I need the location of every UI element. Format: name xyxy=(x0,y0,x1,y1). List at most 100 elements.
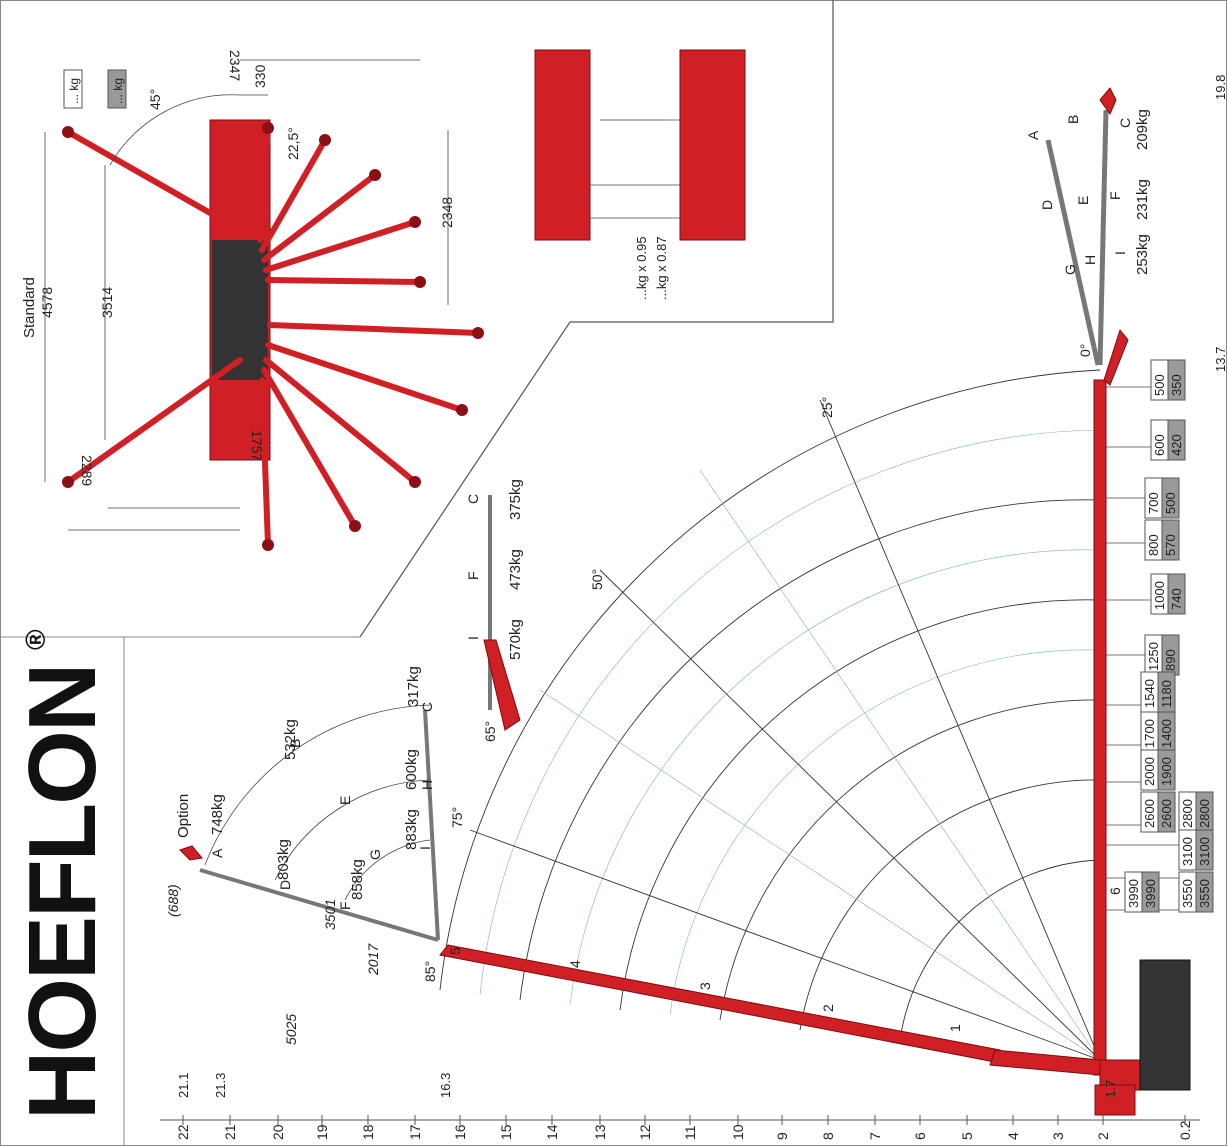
jib-horizontal-option xyxy=(1045,139,1101,366)
jib-mid-base xyxy=(483,639,521,731)
outrigger-dimension: 4578 xyxy=(39,287,55,318)
boom-extended xyxy=(439,944,1001,1063)
outrigger-dimension: 3514 xyxy=(99,287,115,318)
jib-point-label: B xyxy=(1065,115,1081,124)
jib-top-arc xyxy=(274,779,431,881)
jib-top-arc xyxy=(344,839,431,901)
angle-label: 75° xyxy=(449,807,465,828)
jib-load-label: 748kg xyxy=(209,794,226,835)
height-tick-label: 9 xyxy=(774,1132,790,1140)
weight-box-label: ... kg xyxy=(111,78,125,104)
registered-mark: ® xyxy=(20,629,51,650)
load-cell-reduced xyxy=(1161,519,1180,561)
jib-dimension: (688) xyxy=(165,884,181,917)
radius-marker: 19.8 xyxy=(1213,75,1227,100)
jib-horizontal xyxy=(1045,87,1117,366)
angle-ray xyxy=(699,469,1101,1061)
height-tick-label: 10 xyxy=(730,1124,746,1140)
load-value-reduced: 500 xyxy=(1163,492,1178,514)
weight-box-label: ... kg xyxy=(67,78,81,104)
jib-dimension: 2017 xyxy=(365,943,381,976)
load-value-standard: 700 xyxy=(1146,492,1161,514)
jib-point-label: C xyxy=(465,494,481,504)
jib-dimension: 5025 xyxy=(283,1014,299,1045)
height-tick-label: 11 xyxy=(682,1125,698,1140)
angle-label: 85° xyxy=(422,961,438,982)
jib-top-section xyxy=(423,709,440,941)
weight-box-dark xyxy=(107,69,127,109)
jib-point-label: B xyxy=(287,739,303,748)
jib-point-label: A xyxy=(1025,130,1041,140)
jib-load-label: 253kg xyxy=(1134,234,1151,275)
jib-point-label: D xyxy=(1039,200,1055,210)
angle-label: 50° xyxy=(589,569,605,590)
load-value-reduced: 1900 xyxy=(1159,757,1174,786)
load-value-reduced: 570 xyxy=(1163,534,1178,556)
jib-top xyxy=(179,704,440,942)
outrigger-dimension: 2289 xyxy=(79,455,95,486)
main-boom xyxy=(439,328,1191,1116)
brand-logo: HOEFLON ® xyxy=(9,629,116,1120)
jib-load-label: 532kg xyxy=(282,719,299,760)
load-cell-reduced xyxy=(1167,573,1186,615)
load-value-standard: 800 xyxy=(1146,534,1161,556)
angle-ray xyxy=(539,689,1101,1061)
load-cell-reduced xyxy=(1157,791,1176,833)
boom-section-label: 6 xyxy=(1107,887,1123,895)
load-value-reduced: 3550 xyxy=(1197,879,1212,908)
angle-label: 0° xyxy=(1077,344,1093,357)
grid-arc xyxy=(799,779,1101,1031)
load-value-reduced: 350 xyxy=(1169,374,1184,396)
height-tick-label: 15 xyxy=(498,1124,514,1140)
jib-load-label: 473kg xyxy=(507,549,524,590)
grid-arc xyxy=(569,549,1101,1006)
factor-label: ...kg x 0.87 xyxy=(654,236,669,300)
load-value-reduced: 890 xyxy=(1163,649,1178,671)
load-cell-reduced xyxy=(1161,477,1180,519)
height-tick-label: 8 xyxy=(820,1132,836,1140)
load-value-standard: 600 xyxy=(1152,434,1167,456)
height-tick-label: 16 xyxy=(452,1124,468,1140)
jib-point-label: D xyxy=(277,880,293,890)
height-marker: 1.7 xyxy=(1103,1080,1118,1098)
jib-horizontal-section xyxy=(1097,109,1109,366)
jib-point-label: F xyxy=(337,901,353,910)
radius-marker: 13.7 xyxy=(1213,347,1227,372)
load-cell-reduced xyxy=(1167,419,1186,461)
load-cell-reduced xyxy=(1195,871,1214,913)
grid-arc xyxy=(669,649,1101,1016)
height-tick-label: 6 xyxy=(912,1132,928,1140)
outrigger-dimension: 2348 xyxy=(439,197,455,228)
boom-section-label: 4 xyxy=(567,960,583,968)
grid-arc xyxy=(899,859,1101,1041)
boom-section-label: 2 xyxy=(820,1004,836,1012)
height-tick-label: 13 xyxy=(592,1124,608,1140)
outrigger-dimension: 330 xyxy=(252,64,268,88)
boom-section-label: 5 xyxy=(447,947,463,955)
boom-section-label: 1 xyxy=(947,1024,963,1032)
angle-label: 45° xyxy=(147,89,163,110)
factor-plan-b xyxy=(679,49,746,241)
boom-section-label: 3 xyxy=(697,982,713,990)
height-marker: 21.3 xyxy=(213,1073,228,1098)
height-marker: 16.3 xyxy=(438,1073,453,1098)
load-value-standard: 1000 xyxy=(1152,581,1167,610)
jib-point-label: H xyxy=(1082,255,1098,265)
height-tick-label: 7 xyxy=(867,1132,883,1140)
inset-panel-border xyxy=(359,0,834,638)
load-value-standard: 1540 xyxy=(1142,679,1157,708)
jib-mid xyxy=(483,495,521,731)
jib-load-label: 570kg xyxy=(507,619,524,660)
angle-ray-75 xyxy=(469,829,1101,1061)
load-value-standard: 3990 xyxy=(1126,879,1141,908)
angle-label: 25° xyxy=(819,397,835,418)
factor-label: ...kg x 0.95 xyxy=(634,236,649,300)
load-value-reduced: 3100 xyxy=(1197,837,1212,866)
height-tick-label: 17 xyxy=(407,1124,423,1140)
brand-name: HOEFLON xyxy=(9,665,116,1120)
